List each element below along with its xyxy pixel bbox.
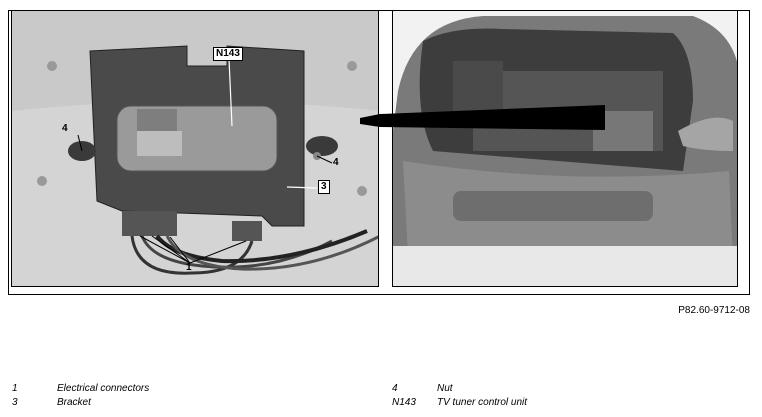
- legend-item: 1 Electrical connectors: [12, 383, 312, 397]
- callout-3: 3: [318, 180, 330, 194]
- legend-number: 3: [12, 397, 18, 408]
- legend-description: TV tuner control unit: [437, 397, 528, 408]
- callout-1: 1: [186, 262, 192, 273]
- figure-identifier: P82.60-9712-08: [678, 305, 750, 316]
- legend-number: 1: [12, 383, 18, 394]
- callout-4-left: 4: [62, 123, 68, 134]
- legend-number: N143: [392, 397, 416, 408]
- overview-photo-vehicle-rear: [392, 10, 738, 287]
- legend-description: Nut: [437, 383, 453, 394]
- callout-4-right: 4: [333, 157, 339, 168]
- legend-item: 4 Nut: [392, 383, 692, 397]
- detail-photo-illustration: [12, 11, 378, 286]
- legend-description: Bracket: [57, 397, 91, 408]
- legend-description: Electrical connectors: [57, 383, 150, 394]
- legend-item: N143 TV tuner control unit: [392, 397, 692, 411]
- callout-n143: N143: [213, 47, 243, 61]
- legend-left-column: 1 Electrical connectors 3 Bracket: [12, 383, 312, 411]
- detail-photo-trunk-panel: [11, 10, 379, 287]
- legend-item: 3 Bracket: [12, 397, 312, 411]
- legend-number: 4: [392, 383, 398, 394]
- legend-right-column: 4 Nut N143 TV tuner control unit: [392, 383, 692, 411]
- detail-connector-wedge: [360, 105, 605, 130]
- overview-photo-illustration: [393, 11, 737, 286]
